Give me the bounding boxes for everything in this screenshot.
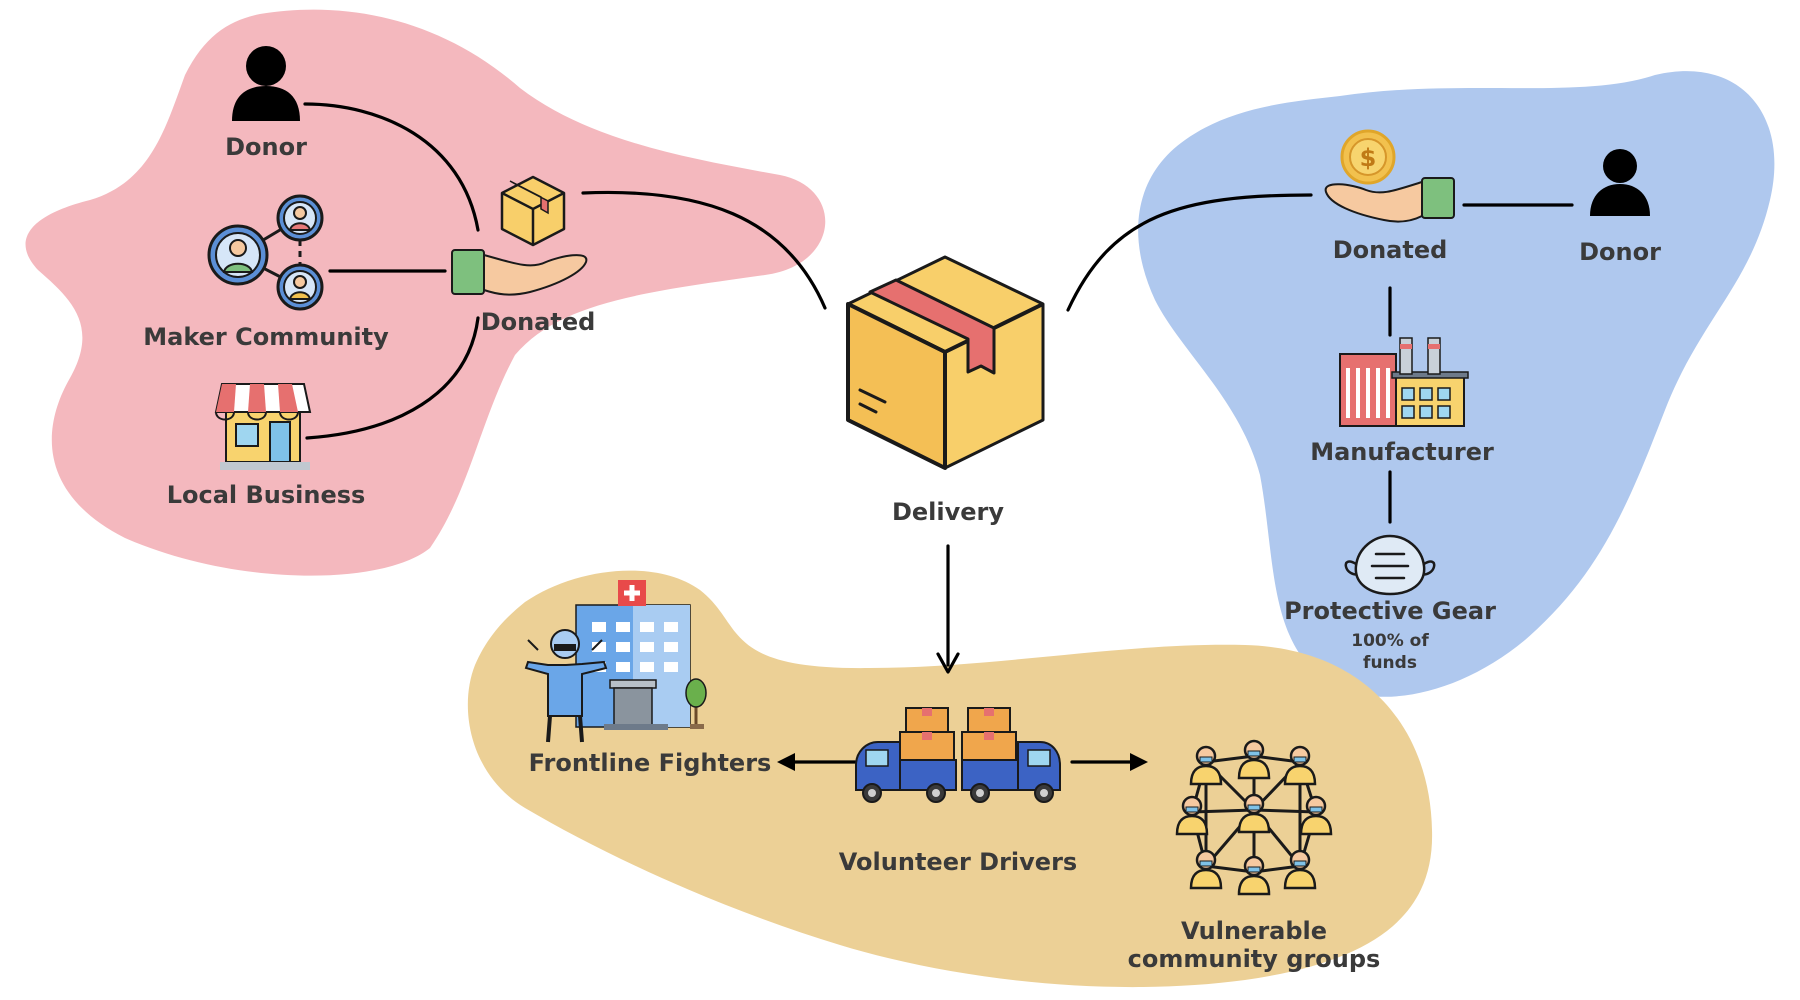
truck-icon-left	[855, 707, 957, 803]
arrow-drivers-to-vulnerable-head	[1130, 753, 1148, 771]
local-business-icon	[214, 383, 312, 470]
frontline-fighters-label: Frontline Fighters	[529, 749, 772, 777]
community-person-icon	[1283, 849, 1317, 890]
pink-region	[25, 9, 826, 576]
donor-icon-left	[232, 46, 300, 121]
donated-label-right: Donated	[1333, 236, 1448, 264]
maker-community-icon	[207, 194, 324, 311]
arrow-drivers-to-frontline-head	[777, 753, 795, 771]
donated-hand-icon-right	[1324, 177, 1455, 223]
svg-text:$: $	[1360, 144, 1377, 172]
maker-community-label: Maker Community	[143, 323, 389, 351]
volunteer-drivers-label: Volunteer Drivers	[839, 848, 1077, 876]
community-person-icon	[1299, 795, 1333, 836]
donor-icon-right	[1590, 149, 1650, 216]
truck-icon-right	[961, 707, 1061, 803]
manufacturer-label: Manufacturer	[1310, 438, 1494, 466]
gear-note-line1: 100% of	[1351, 631, 1429, 651]
protective-gear-icon	[1344, 534, 1436, 596]
delivery-box-icon	[846, 255, 1045, 470]
community-person-icon	[1189, 745, 1223, 786]
donated-hand-icon-left	[451, 249, 588, 296]
community-person-icon	[1283, 745, 1317, 786]
connector-left-to-delivery	[581, 190, 827, 310]
donor-label-right: Donor	[1579, 238, 1661, 266]
donor-label-left: Donor	[225, 133, 307, 161]
community-person-icon	[1237, 793, 1271, 834]
connector-donor-to-donated	[303, 102, 480, 232]
connector-business-to-donated	[305, 316, 480, 440]
donated-box-icon-left	[500, 175, 566, 247]
gear-note-line2: funds	[1363, 653, 1417, 673]
donated-label-left: Donated	[481, 308, 596, 336]
manufacturer-icon	[1339, 337, 1469, 427]
vulnerable-community-icon	[1175, 739, 1333, 896]
connector-right-to-delivery	[1066, 193, 1313, 312]
community-person-icon	[1189, 849, 1223, 890]
community-person-icon	[1175, 795, 1209, 836]
vulnerable-label-line1: Vulnerable	[1181, 917, 1327, 945]
community-person-icon	[1237, 739, 1271, 780]
coin-icon: $	[1340, 129, 1396, 185]
protective-gear-label: Protective Gear	[1284, 597, 1496, 625]
delivery-label: Delivery	[892, 498, 1004, 526]
community-person-icon	[1237, 855, 1271, 896]
local-business-label: Local Business	[167, 481, 366, 509]
arrow-delivery-to-drivers-head	[936, 652, 960, 674]
vulnerable-label-line2: community groups	[1128, 945, 1381, 973]
medic-icon	[524, 629, 608, 743]
